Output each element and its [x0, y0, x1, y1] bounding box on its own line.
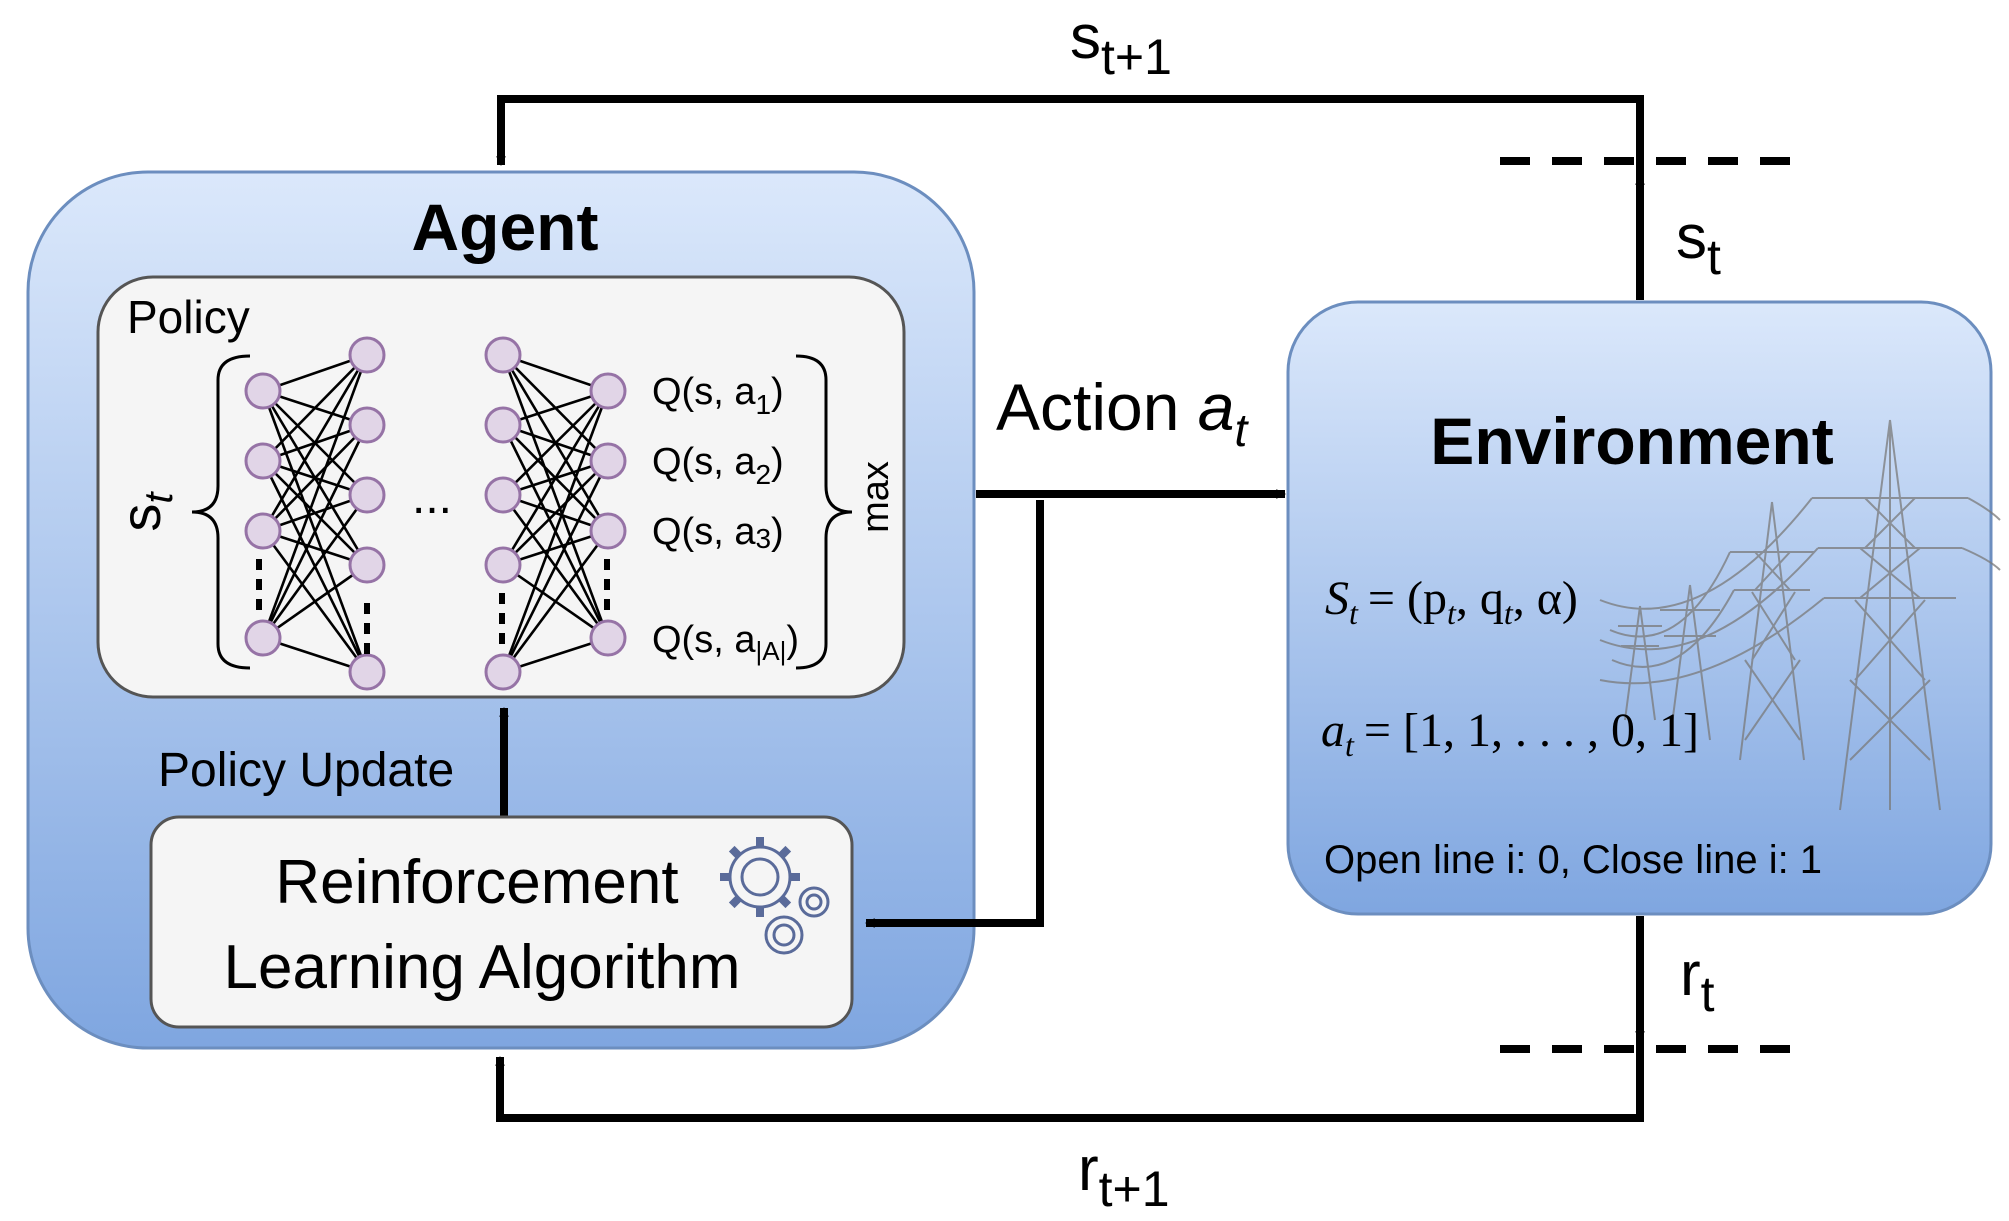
q-output-4: Q(s, a|A|) [652, 619, 799, 666]
policy-update-label: Policy Update [158, 744, 454, 797]
policy-label: Policy [127, 291, 250, 343]
rl-algorithm-line2: Learning Algorithm [224, 933, 741, 1002]
q-output-1: Q(s, a1) [652, 371, 784, 420]
nn-node [484, 476, 522, 514]
nn-node [348, 406, 386, 444]
nn-node [589, 512, 627, 550]
nn-edge [261, 494, 369, 639]
nn-node [589, 442, 627, 480]
agent-title: Agent [412, 190, 599, 264]
next-reward-label: rt+1 [1078, 1135, 1170, 1217]
nn-edge [501, 390, 610, 673]
state-input-label: st [109, 491, 181, 532]
nn-edge [501, 354, 610, 639]
nn-edge [502, 390, 609, 496]
action-feedback-line [865, 500, 1044, 928]
max-brace [795, 354, 853, 670]
action-equation: at= [1, 1, . . . , 0, 1] [1321, 704, 1699, 763]
hidden-layers-ellipsis: ... [412, 471, 452, 524]
nn-edge [262, 354, 368, 462]
nn-edge [261, 424, 369, 639]
layer-ellipsis-dots [256, 559, 610, 654]
nn-node [244, 512, 282, 550]
state-label: st [1676, 203, 1721, 285]
nn-node [589, 619, 627, 657]
environment-title: Environment [1430, 404, 1833, 478]
power-towers-image [1599, 419, 2001, 811]
nn-node [244, 442, 282, 480]
nn-edge [261, 354, 369, 639]
nn-edge [501, 530, 610, 673]
nn-node [348, 546, 386, 584]
q-output-2: Q(s, a2) [652, 441, 784, 490]
nn-edge [501, 460, 610, 673]
environment-note: Open line i: 0, Close line i: 1 [1324, 838, 1822, 882]
rl-algorithm-box [149, 815, 854, 1029]
input-brace [191, 354, 251, 670]
nn-edge [262, 424, 368, 532]
nn-edge [502, 460, 609, 566]
max-label: max [855, 461, 897, 533]
neural-network-nodes [244, 336, 627, 691]
nn-edge [261, 354, 369, 532]
nn-node [484, 406, 522, 444]
nn-node [244, 372, 282, 410]
gear-tooth [728, 895, 742, 909]
reward-label: rt [1680, 940, 1715, 1022]
nn-node [348, 653, 386, 691]
gear-tooth [778, 845, 792, 859]
nn-node [484, 336, 522, 374]
next-state-label: st+1 [1070, 3, 1172, 85]
gears-icon [720, 837, 830, 955]
nn-edge [262, 563, 368, 640]
nn-node [348, 476, 386, 514]
rl-algorithm-line1: Reinforcement [275, 848, 678, 917]
nn-node [484, 653, 522, 691]
action-label: Action at [996, 370, 1250, 456]
q-output-3: Q(s, a3) [652, 511, 784, 554]
state-equation: St= (pt, qt, α) [1325, 572, 1578, 631]
nn-node [484, 546, 522, 584]
gear-tooth [778, 895, 792, 909]
nn-node [348, 336, 386, 374]
next-reward-arrow [495, 1040, 1644, 1122]
gear-tooth [728, 845, 742, 859]
nn-node [244, 619, 282, 657]
nn-edge [501, 390, 610, 566]
nn-node [589, 372, 627, 410]
